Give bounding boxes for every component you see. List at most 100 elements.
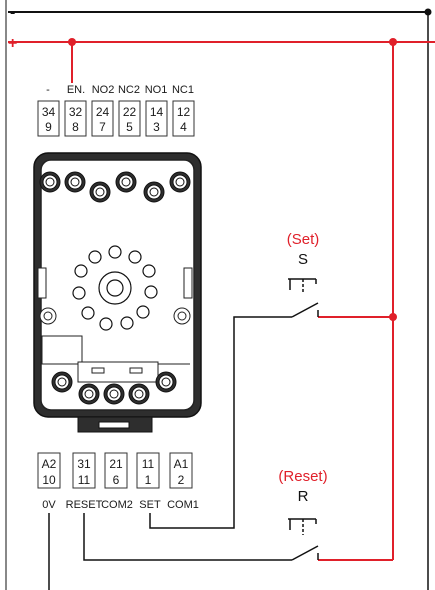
terminal-number: 24 (96, 105, 110, 119)
terminal-number: 11 (78, 473, 91, 487)
terminal-number: 14 (150, 105, 164, 119)
terminal-number: 6 (113, 473, 120, 487)
latch-slot-left (91, 367, 105, 374)
terminal-number: 8 (72, 120, 79, 134)
reset-wire (83, 513, 292, 561)
terminal-number: 7 (99, 120, 106, 134)
din-release-tab-slot (98, 421, 130, 429)
reset-button-cap (288, 518, 317, 530)
bottom-terminal-labels: 0V RESET COM2 SET COM1 (42, 499, 199, 511)
socket-pin-hole (144, 285, 158, 299)
positive-sign: + (8, 35, 17, 52)
socket-pin-hole (136, 305, 150, 319)
left-clip (37, 267, 47, 299)
mounting-hole-right (173, 307, 191, 325)
latch-slot-right (129, 367, 143, 374)
socket-pin-hole (72, 286, 86, 300)
terminal-box (72, 452, 96, 489)
set-pushbutton-symbol (288, 278, 393, 318)
terminal-number: 9 (45, 120, 52, 134)
terminal-number: 4 (180, 120, 187, 134)
bottom-label: COM1 (167, 499, 199, 511)
terminal-number: 11 (142, 457, 155, 471)
screw-terminal (89, 181, 111, 203)
bottom-terminal-numbers: A2 10 31 11 21 6 11 1 A1 2 (42, 457, 189, 487)
terminal-number: 3 (153, 120, 160, 134)
terminal-box (37, 100, 60, 137)
terminal-number: 32 (69, 105, 83, 119)
socket-pin-hole (88, 250, 102, 264)
mounting-hole-left (39, 307, 57, 325)
terminal-number: 34 (42, 105, 56, 119)
socket-pin-hole (81, 306, 95, 320)
terminal-box (172, 100, 195, 137)
terminal-number: 2 (178, 473, 185, 487)
terminal-number: 22 (123, 105, 137, 119)
top-terminal-labels: - EN. NO2 NC2 NO1 NC1 (46, 84, 194, 96)
set-caption: (Set) (287, 231, 320, 248)
socket-center-hole (106, 279, 124, 297)
terminal-box (64, 100, 87, 137)
socket-pin-hole (142, 264, 156, 278)
terminal-box (145, 100, 168, 137)
socket-pin-hole (99, 317, 113, 331)
screw-terminal (143, 181, 165, 203)
terminal-box (169, 452, 193, 489)
top-label: NO2 (92, 84, 115, 96)
set-button-cap (288, 278, 317, 290)
terminal-number: 21 (109, 457, 123, 471)
screw-terminal (51, 371, 73, 393)
reset-pushbutton-symbol (288, 518, 393, 561)
terminal-box (37, 452, 61, 489)
terminal-number: 5 (126, 120, 133, 134)
screw-terminal (64, 171, 86, 193)
terminal-number: 1 (145, 473, 152, 487)
top-screws (39, 171, 191, 203)
set-letter: S (298, 251, 308, 268)
top-terminal-boxes (37, 100, 195, 137)
lower-latch-housing (77, 361, 159, 383)
top-terminal-numbers: 34 9 32 8 24 7 22 5 14 3 12 4 (42, 105, 191, 134)
screw-terminal (115, 171, 137, 193)
bottom-label: 0V (42, 499, 56, 511)
terminal-box (104, 452, 128, 489)
label-slot (41, 335, 83, 365)
socket-pin-hole (74, 264, 88, 278)
screw-terminal (103, 383, 125, 405)
right-clip (183, 267, 193, 299)
set-wire (149, 316, 292, 529)
top-label: NC1 (172, 84, 194, 96)
top-label: EN. (67, 84, 85, 96)
bottom-label: COM2 (101, 499, 133, 511)
reset-caption: (Reset) (278, 468, 327, 485)
terminal-box (118, 100, 141, 137)
terminal-number: 31 (77, 457, 91, 471)
relay-socket-base (33, 152, 202, 433)
negative-sign: - (10, 4, 15, 21)
terminal-number: 12 (177, 105, 191, 119)
terminal-box (136, 452, 160, 489)
octal-pin-socket (72, 245, 158, 331)
bottom-terminal-boxes (37, 452, 193, 489)
screw-terminal (155, 371, 177, 393)
socket-pin-hole (108, 245, 122, 259)
top-label: - (46, 84, 50, 96)
terminal-number: 10 (42, 473, 56, 487)
screw-terminal (78, 383, 100, 405)
bottom-screws (51, 371, 177, 405)
bottom-label: RESET (66, 499, 103, 511)
screw-terminal (39, 171, 61, 193)
set-contact-blade (291, 302, 319, 318)
terminal-number: A1 (174, 457, 189, 471)
screw-terminal (169, 171, 191, 193)
terminal-number: A2 (42, 457, 57, 471)
reset-letter: R (298, 488, 309, 505)
screw-terminal (128, 383, 150, 405)
top-label: NC2 (118, 84, 140, 96)
socket-pin-hole (120, 316, 134, 330)
top-label: NO1 (145, 84, 168, 96)
reset-contact-blade (291, 545, 319, 561)
socket-pin-hole (128, 250, 142, 264)
terminal-box (91, 100, 114, 137)
